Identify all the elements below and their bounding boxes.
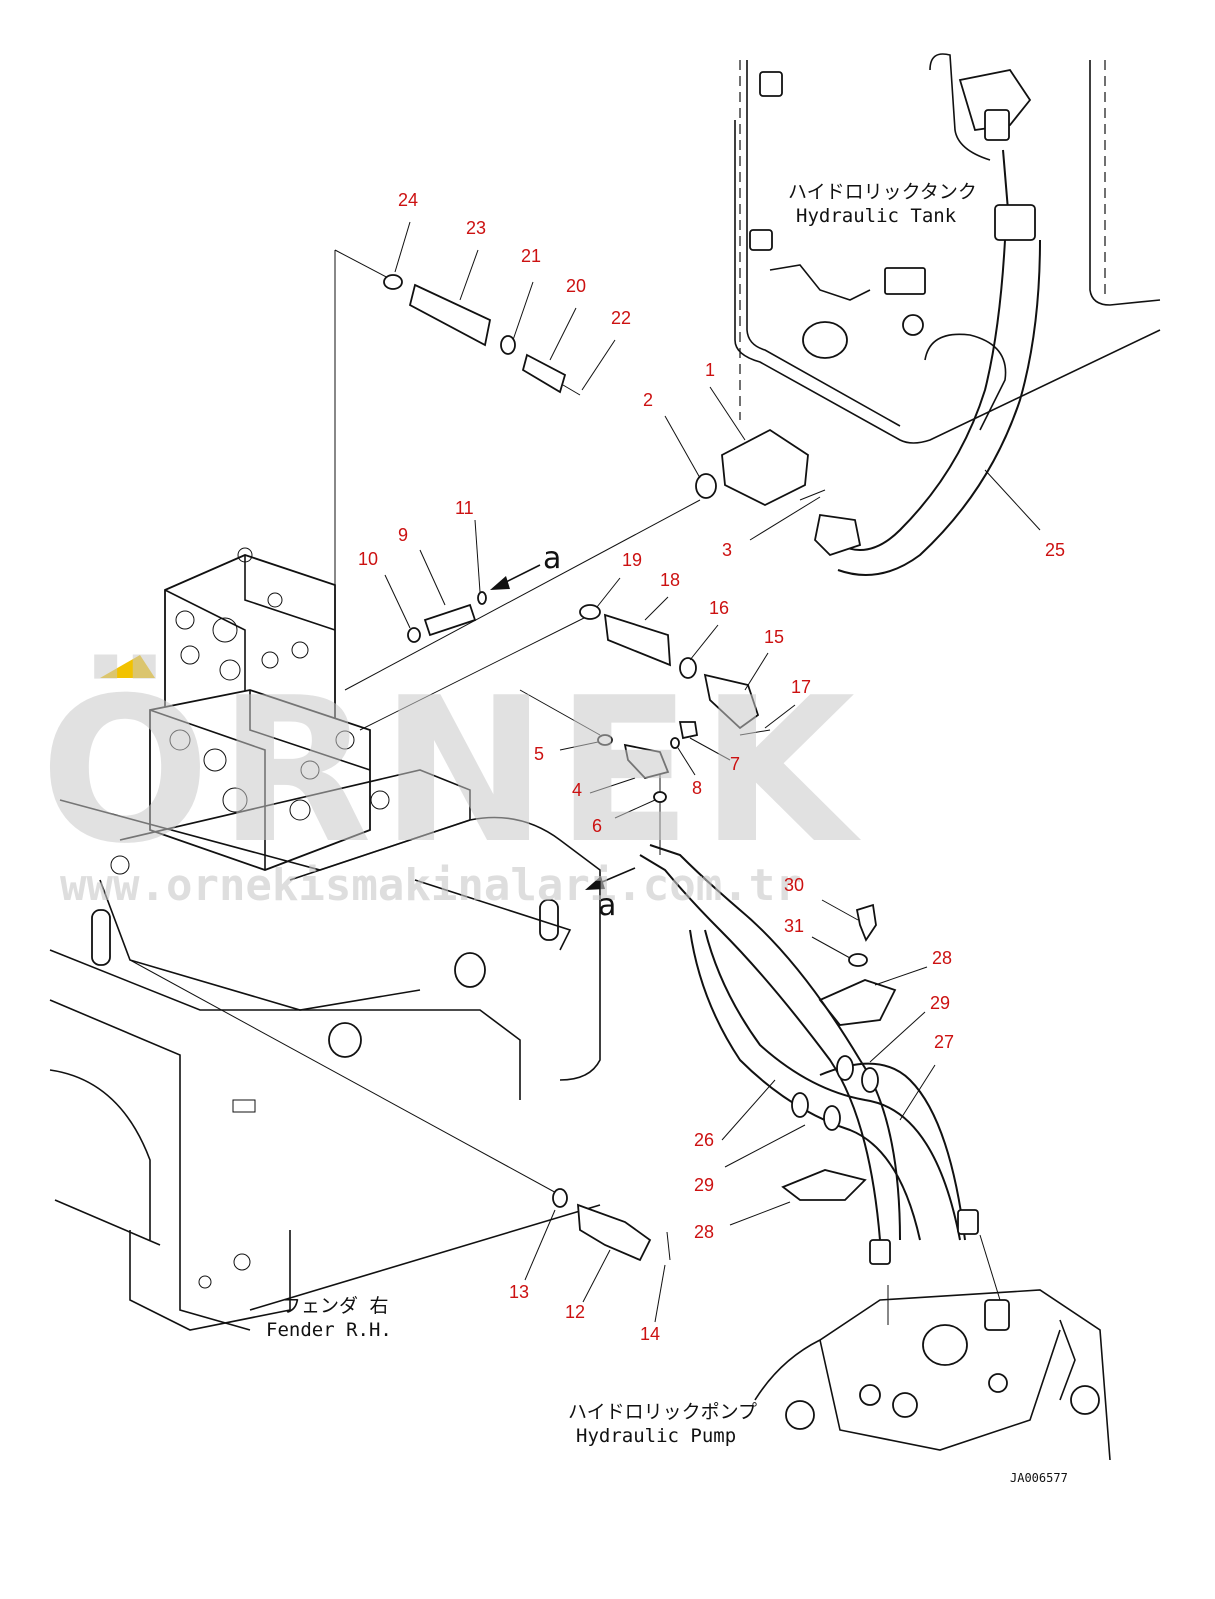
callout-29-upper: 29 [930,993,950,1013]
pump-label-jp: ハイドロリックポンプ [568,1401,757,1423]
callout-6: 6 [592,816,602,836]
callouts: 1 2 3 4 5 6 7 8 9 10 11 12 13 14 15 16 1… [358,190,1065,1344]
callout-17: 17 [791,677,811,697]
callout-9: 9 [398,525,408,545]
tank-label-jp: ハイドロリックタンク [788,181,977,203]
callout-13: 13 [509,1282,529,1302]
tank-label-en: Hydraulic Tank [796,205,957,227]
view-arrows [490,564,636,890]
drawing-ref-code: JA006577 [1010,1471,1068,1485]
callout-30: 30 [784,875,804,895]
callout-2: 2 [643,390,653,410]
fitting-parts [383,274,897,1262]
callout-23: 23 [466,218,486,238]
watermark-accent-icon [100,655,155,678]
callout-19: 19 [622,550,642,570]
fender-rh [49,769,601,1331]
hoses-26-27 [639,844,1001,1301]
callout-14: 14 [640,1324,660,1344]
callout-4: 4 [572,780,582,800]
callout-29-lower: 29 [694,1175,714,1195]
hydraulic-pump [754,1289,1111,1461]
view-a-lower: a [598,888,616,923]
hydraulic-tank [734,53,1161,444]
callout-22: 22 [611,308,631,328]
callout-28-lower: 28 [694,1222,714,1242]
callout-25: 25 [1045,540,1065,560]
callout-16: 16 [709,598,729,618]
callout-15: 15 [764,627,784,647]
callout-3: 3 [722,540,732,560]
callout-12: 12 [565,1302,585,1322]
pump-label-en: Hydraulic Pump [576,1425,736,1447]
fender-label-en: Fender R.H. [266,1319,392,1341]
callout-18: 18 [660,570,680,590]
callout-31: 31 [784,916,804,936]
callout-leaders [384,221,1041,1323]
callout-10: 10 [358,549,378,569]
callout-5: 5 [534,744,544,764]
callout-26: 26 [694,1130,714,1150]
callout-24: 24 [398,190,418,210]
watermark-url: www.ornekismakinalari.com.tr [60,860,802,911]
callout-7: 7 [730,754,740,774]
watermark-brand: ÖRNEK [40,654,863,888]
callout-1: 1 [705,360,715,380]
callout-28-upper: 28 [932,948,952,968]
view-a-upper: a [543,541,561,576]
assembly-leaders [129,249,889,1325]
watermark: ÖRNEK www.ornekismakinalari.com.tr [40,654,863,911]
hose-25 [814,149,1041,576]
callout-27: 27 [934,1032,954,1052]
callout-21: 21 [521,246,541,266]
fender-label-jp: フェンダ 右 [282,1295,388,1317]
callout-8: 8 [692,778,702,798]
control-valve [110,547,390,875]
callout-11: 11 [455,498,474,518]
callout-20: 20 [566,276,586,296]
